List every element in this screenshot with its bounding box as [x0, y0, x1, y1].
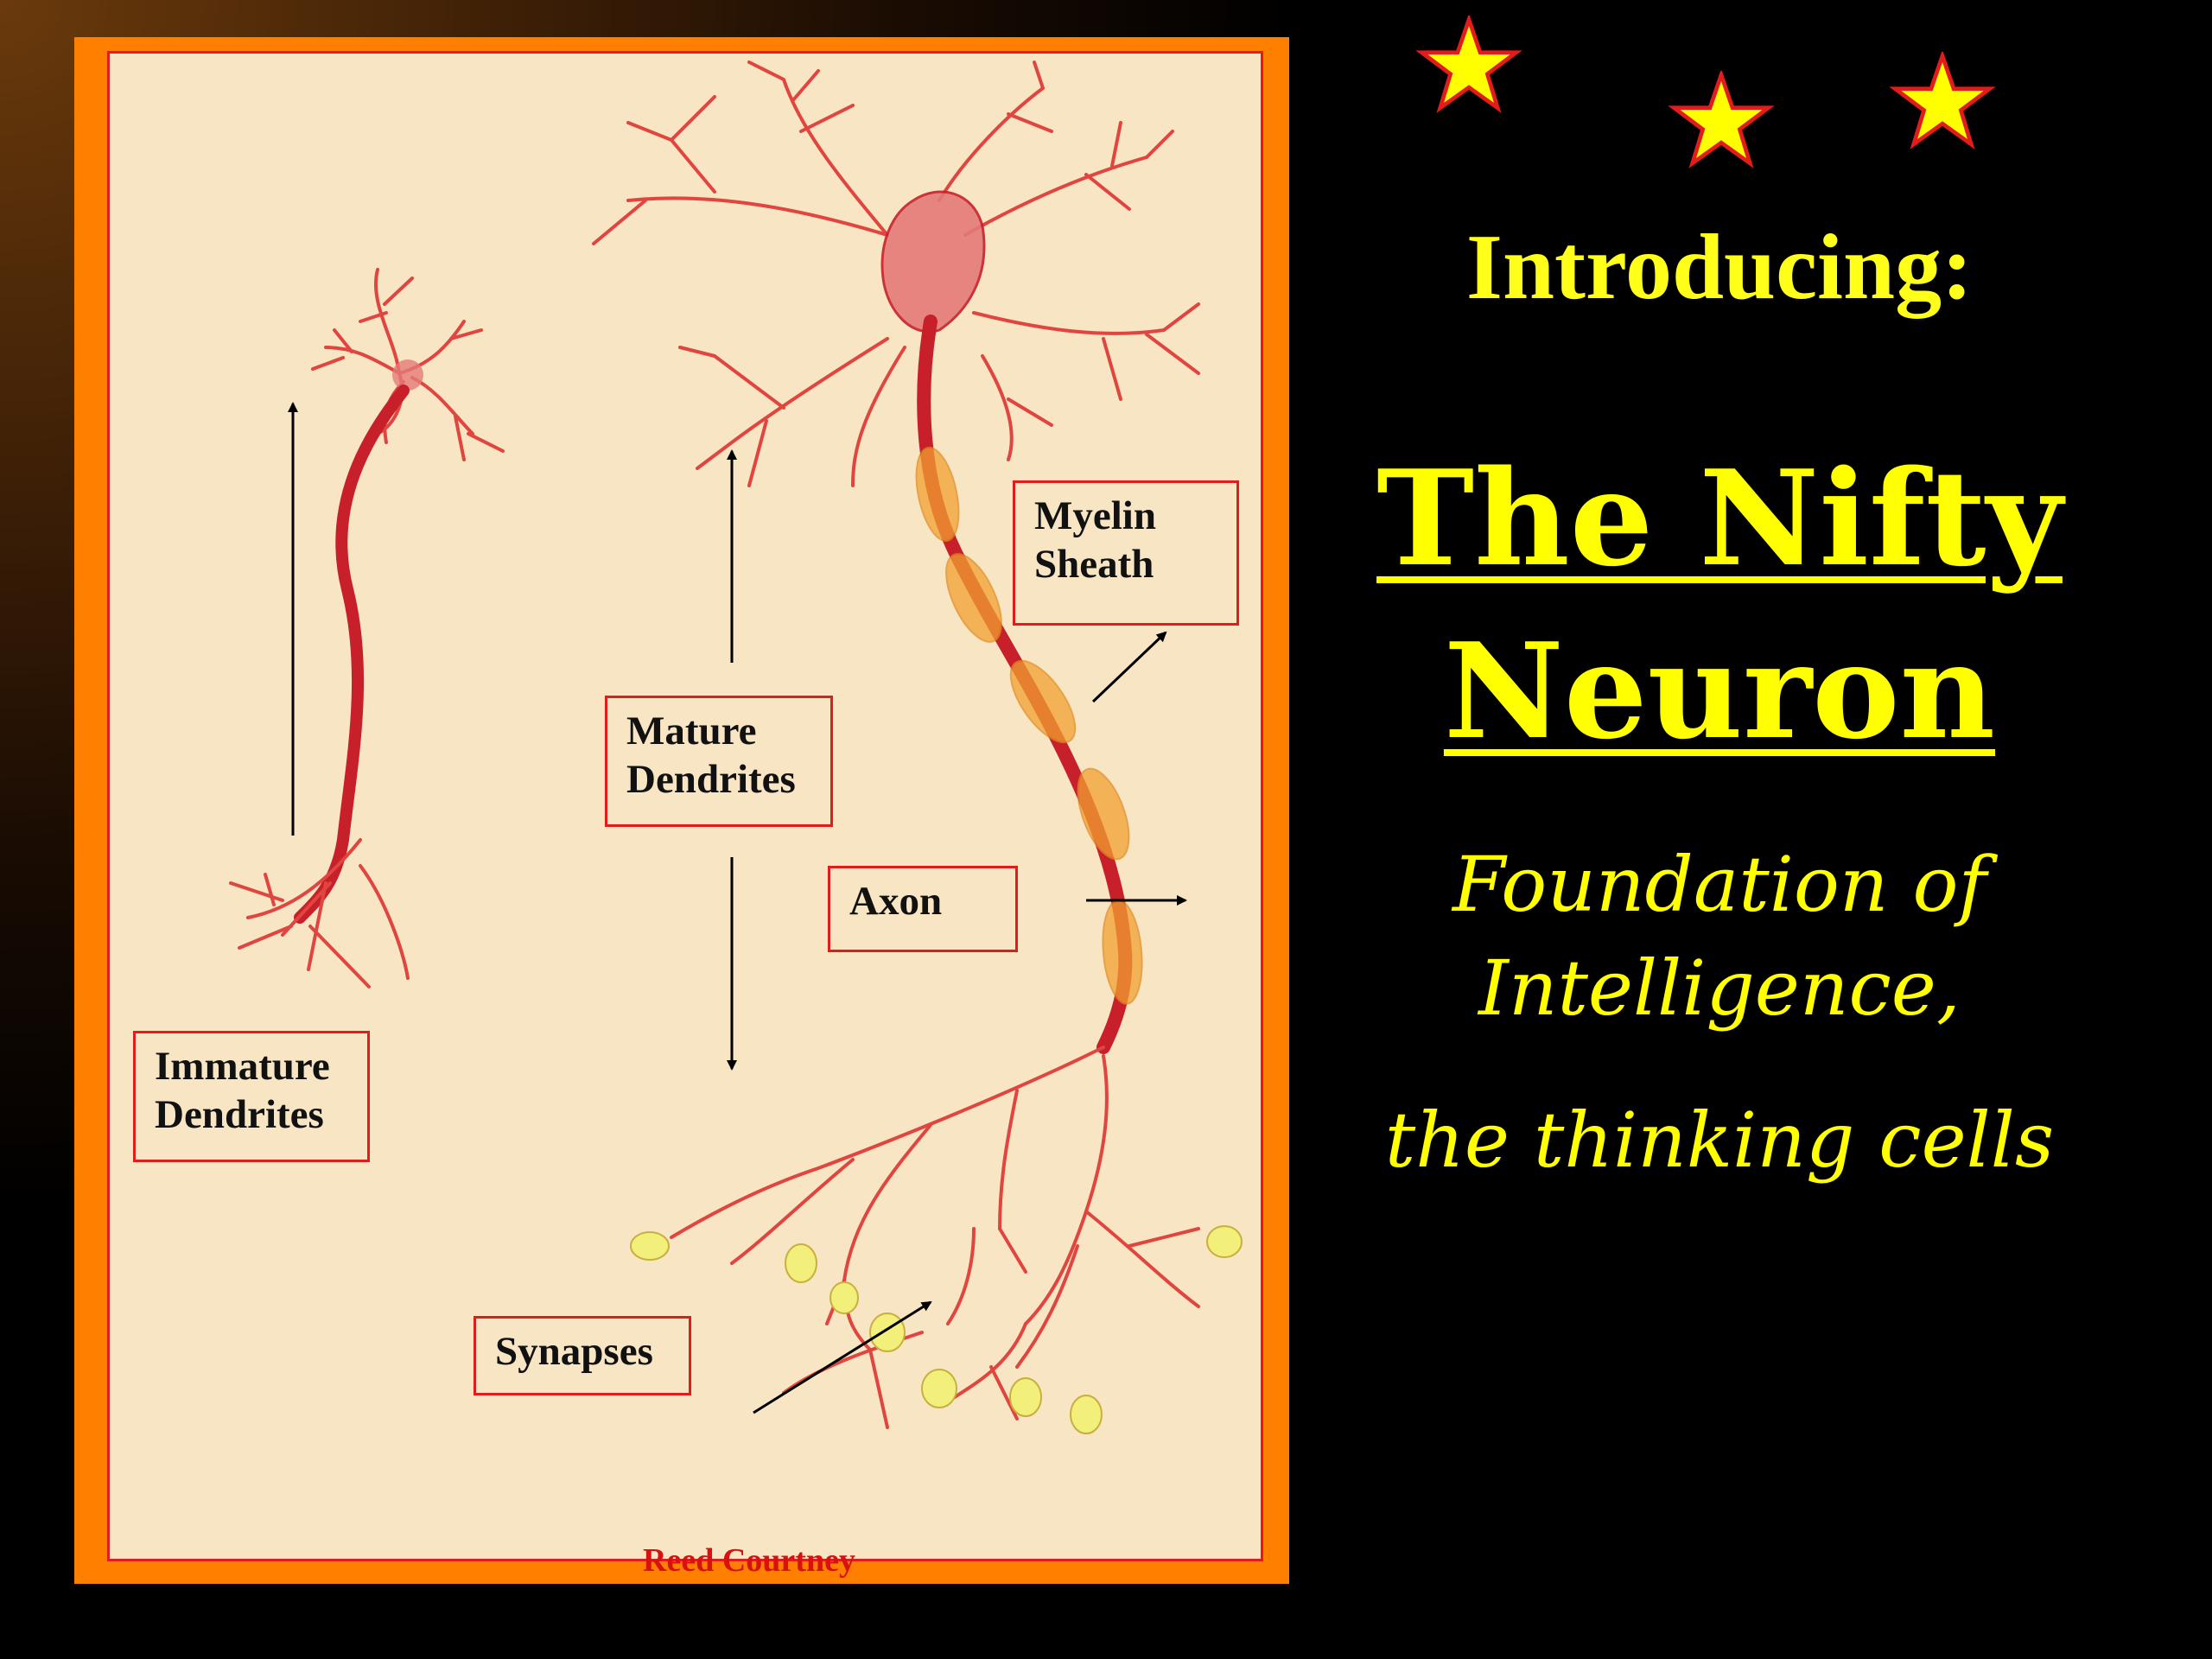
star-icon — [1668, 71, 1775, 168]
label-synapses-text: Synapses — [495, 1329, 653, 1374]
label-immature-line1: Immature — [155, 1044, 330, 1089]
arrows — [288, 402, 1187, 1414]
label-synapses: Synapses — [474, 1316, 691, 1395]
title-line2: Neuron — [1443, 613, 1996, 768]
artist-credit: Reed Courtney — [643, 1542, 855, 1579]
synapses-arrow — [753, 1300, 932, 1414]
synapses — [630, 1225, 1243, 1434]
label-mature-dendrites: Mature Dendrites — [605, 696, 833, 827]
intro-heading: Introducing: — [1465, 216, 1974, 319]
diagram-frame: Myelin Sheath Mature Dendrites Axon Imma… — [74, 37, 1289, 1584]
neuron-drawing — [229, 60, 1243, 1434]
immature-axon — [294, 385, 410, 924]
label-immature-line2: Dendrites — [155, 1092, 324, 1137]
subtitle-line1: Foundation of — [1452, 840, 1987, 929]
label-mature-line1: Mature — [626, 709, 757, 753]
myelin-arrow — [1091, 631, 1167, 703]
label-mature-line2: Dendrites — [626, 757, 796, 802]
star-icon — [1415, 16, 1522, 113]
axon-terminals — [670, 1046, 1200, 1429]
immature-dendrites-lower — [229, 838, 410, 988]
title-line1: The Nifty — [1376, 441, 2063, 595]
diagram-paper: Myelin Sheath Mature Dendrites Axon Imma… — [107, 51, 1263, 1579]
label-axon-text: Axon — [849, 879, 943, 924]
label-myelin-line2: Sheath — [1034, 542, 1154, 587]
label-myelin-sheath: Myelin Sheath — [1013, 480, 1239, 626]
label-myelin-line1: Myelin — [1034, 493, 1156, 538]
title: The Nifty Neuron — [1331, 432, 2108, 778]
mature-cell-body — [880, 190, 986, 334]
immature-cell-body — [392, 359, 423, 391]
subtitle-line2: Intelligence, — [1478, 944, 1961, 1033]
label-immature-dendrites: Immature Dendrites — [133, 1031, 370, 1162]
subtitle-line3: the thinking cells — [1384, 1096, 2055, 1185]
label-axon: Axon — [828, 866, 1018, 952]
myelin-segments — [915, 447, 1143, 1005]
star-icon — [1889, 52, 1996, 149]
mature-dendrites — [592, 60, 1200, 487]
